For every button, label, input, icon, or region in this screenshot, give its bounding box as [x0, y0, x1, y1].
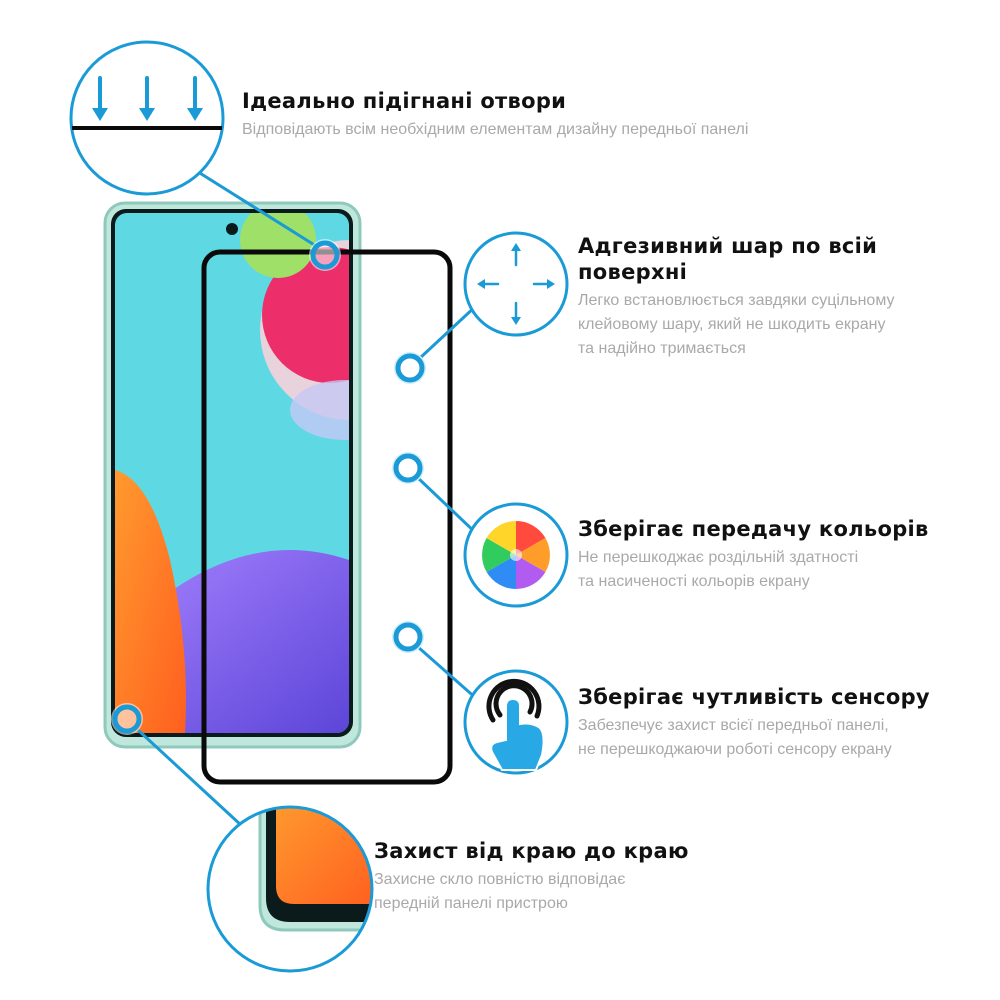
feature-holes: Ідеально підігнані отвори Відповідають в… — [242, 88, 982, 142]
hotspot-edge[interactable] — [111, 703, 143, 735]
move-arrows-icon — [463, 231, 569, 337]
hotspot-adhesive[interactable] — [394, 352, 426, 384]
feature-holes-title: Ідеально підігнані отвори — [242, 89, 567, 113]
feature-touch-title: Зберігає чутливість сенсору — [578, 685, 930, 709]
connector-lines — [136, 168, 480, 828]
feature-touch: Зберігає чутливість сенсору Забезпечує з… — [578, 684, 988, 762]
feature-touch-desc: Забезпечує захист всієї передньої панелі… — [578, 714, 988, 762]
feature-color: Зберігає передачу кольорів Не перешкоджа… — [578, 516, 988, 594]
feature-adhesive-desc: Легко встановлюється завдяки суцільному … — [578, 289, 988, 361]
feature-adhesive-title: Адгезивний шар по всій поверхні — [578, 234, 878, 284]
feature-color-title: Зберігає передачу кольорів — [578, 517, 929, 541]
desc-line: клейовому шару, який не шкодить екрану — [578, 316, 886, 333]
desc-line: Не перешкоджає роздільній здатності — [578, 549, 859, 566]
desc-line: Захисне скло повністю відповідає — [374, 871, 626, 888]
feature-adhesive: Адгезивний шар по всій поверхні Легко вс… — [578, 233, 988, 361]
hotspot-markers — [111, 239, 426, 735]
hotspot-touch[interactable] — [392, 621, 424, 653]
arrows-down-icon — [69, 40, 225, 196]
phone — [103, 201, 362, 749]
touch-finger-icon — [463, 669, 569, 775]
color-wheel-icon — [463, 502, 569, 608]
desc-line: не перешкоджаючи роботі сенсору екрану — [578, 741, 892, 758]
hotspot-holes[interactable] — [309, 239, 341, 271]
desc-line: та насиченості кольорів екрану — [578, 573, 810, 590]
hotspot-color[interactable] — [392, 452, 424, 484]
phone-screen — [115, 213, 349, 733]
feature-edge: Захист від краю до краю Захисне скло пов… — [374, 838, 794, 916]
desc-line: Легко встановлюється завдяки суцільному — [578, 292, 895, 309]
feature-holes-desc: Відповідають всім необхідним елементам д… — [242, 121, 749, 138]
edge-zoom-icon — [206, 805, 374, 973]
feature-edge-desc: Захисне скло повністю відповідає передні… — [374, 868, 794, 916]
desc-line: Забезпечує захист всієї передньої панелі… — [578, 717, 889, 734]
feature-color-desc: Не перешкоджає роздільній здатності та н… — [578, 546, 988, 594]
desc-line: та надійно тримається — [578, 340, 746, 357]
desc-line: передній панелі пристрою — [374, 895, 568, 912]
feature-edge-title: Захист від краю до краю — [374, 839, 689, 863]
